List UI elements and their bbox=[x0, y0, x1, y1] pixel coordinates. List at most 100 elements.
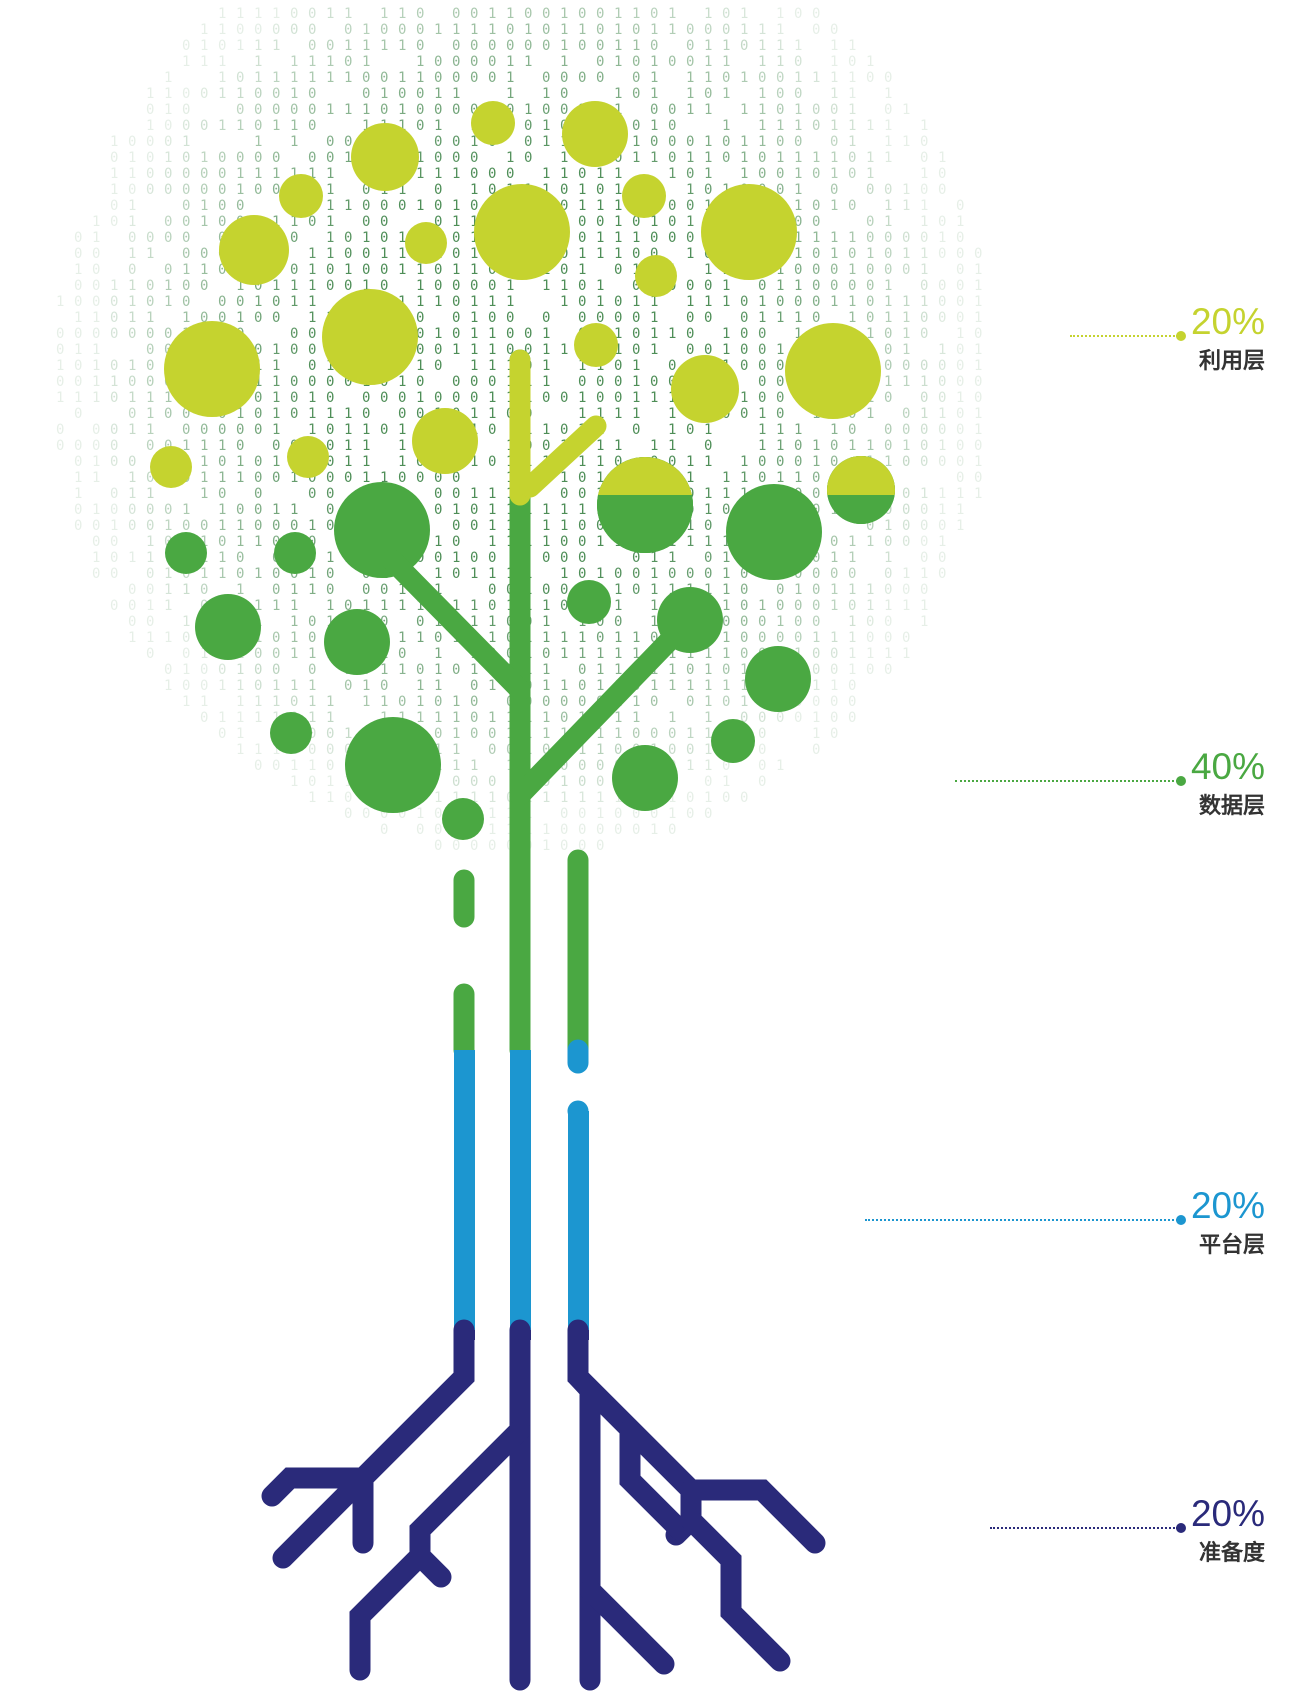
binary-digit: 0 bbox=[902, 502, 910, 518]
binary-digit: 1 bbox=[920, 374, 928, 390]
binary-digit: 0 bbox=[506, 38, 514, 54]
binary-digit: 0 bbox=[740, 566, 748, 582]
binary-digit: 1 bbox=[506, 278, 514, 294]
binary-digit: 0 bbox=[434, 390, 442, 406]
binary-digit: 0 bbox=[884, 662, 892, 678]
binary-digit: 1 bbox=[776, 342, 784, 358]
binary-digit: 0 bbox=[830, 662, 838, 678]
binary-digit: 0 bbox=[236, 150, 244, 166]
binary-digit: 0 bbox=[218, 214, 226, 230]
binary-digit: 1 bbox=[794, 230, 802, 246]
binary-digit: 1 bbox=[560, 774, 568, 790]
binary-digit: 0 bbox=[956, 454, 964, 470]
binary-digit: 1 bbox=[578, 390, 586, 406]
binary-digit: 1 bbox=[938, 438, 946, 454]
binary-digit: 0 bbox=[416, 374, 424, 390]
binary-digit: 0 bbox=[434, 470, 442, 486]
binary-digit: 0 bbox=[146, 278, 154, 294]
binary-digit: 1 bbox=[758, 310, 766, 326]
binary-digit: 1 bbox=[956, 326, 964, 342]
binary-digit: 0 bbox=[344, 598, 352, 614]
binary-digit: 0 bbox=[632, 726, 640, 742]
binary-digit: 1 bbox=[380, 246, 388, 262]
binary-digit: 0 bbox=[344, 790, 352, 806]
binary-digit: 0 bbox=[272, 662, 280, 678]
binary-digit: 1 bbox=[920, 614, 928, 630]
binary-digit: 1 bbox=[344, 102, 352, 118]
binary-digit: 0 bbox=[686, 566, 694, 582]
binary-digit: 1 bbox=[614, 582, 622, 598]
binary-digit: 1 bbox=[704, 534, 712, 550]
binary-digit: 0 bbox=[74, 406, 82, 422]
binary-digit: 1 bbox=[614, 230, 622, 246]
binary-digit: 1 bbox=[974, 422, 982, 438]
binary-digit: 0 bbox=[578, 678, 586, 694]
binary-digit: 0 bbox=[398, 86, 406, 102]
binary-digit: 0 bbox=[452, 278, 460, 294]
binary-digit: 0 bbox=[758, 374, 766, 390]
binary-digit: 0 bbox=[884, 230, 892, 246]
binary-digit: 1 bbox=[452, 214, 460, 230]
binary-digit: 1 bbox=[866, 326, 874, 342]
binary-digit: 0 bbox=[578, 310, 586, 326]
binary-digit: 0 bbox=[578, 486, 586, 502]
binary-digit: 1 bbox=[92, 502, 100, 518]
binary-digit: 1 bbox=[704, 6, 712, 22]
binary-digit: 1 bbox=[434, 566, 442, 582]
binary-digit: 1 bbox=[362, 422, 370, 438]
binary-digit: 1 bbox=[344, 6, 352, 22]
binary-digit: 0 bbox=[218, 182, 226, 198]
binary-digit: 1 bbox=[452, 550, 460, 566]
legend-leader-line bbox=[990, 1527, 1178, 1529]
binary-digit: 1 bbox=[542, 838, 550, 854]
binary-digit: 0 bbox=[200, 182, 208, 198]
binary-digit: 0 bbox=[110, 486, 118, 502]
binary-digit: 1 bbox=[704, 38, 712, 54]
binary-digit: 1 bbox=[650, 678, 658, 694]
binary-digit: 1 bbox=[218, 118, 226, 134]
binary-digit: 1 bbox=[938, 230, 946, 246]
binary-digit: 1 bbox=[488, 534, 496, 550]
binary-digit: 0 bbox=[308, 118, 316, 134]
root-top-left bbox=[454, 1330, 475, 1340]
trunk-right-blue bbox=[568, 1111, 589, 1330]
binary-digit: 0 bbox=[848, 598, 856, 614]
binary-digit: 0 bbox=[308, 726, 316, 742]
binary-digit: 0 bbox=[380, 422, 388, 438]
binary-digit: 0 bbox=[578, 518, 586, 534]
binary-digit: 0 bbox=[632, 22, 640, 38]
binary-digit: 0 bbox=[452, 6, 460, 22]
binary-digit: 1 bbox=[560, 678, 568, 694]
binary-digit: 1 bbox=[452, 694, 460, 710]
binary-digit: 0 bbox=[812, 294, 820, 310]
legend-label: 准备度 bbox=[1198, 1541, 1265, 1566]
binary-digit: 0 bbox=[272, 518, 280, 534]
binary-digit: 0 bbox=[326, 518, 334, 534]
binary-digit: 1 bbox=[272, 214, 280, 230]
binary-digit: 0 bbox=[308, 22, 316, 38]
binary-digit: 0 bbox=[632, 54, 640, 70]
binary-digit: 1 bbox=[848, 662, 856, 678]
binary-digit: 1 bbox=[470, 486, 478, 502]
binary-digit: 0 bbox=[560, 102, 568, 118]
binary-digit: 1 bbox=[722, 550, 730, 566]
binary-digit: 0 bbox=[146, 502, 154, 518]
binary-digit: 0 bbox=[254, 102, 262, 118]
binary-digit: 0 bbox=[614, 358, 622, 374]
legend-percent: 20% bbox=[1190, 1493, 1265, 1534]
binary-digit: 0 bbox=[632, 310, 640, 326]
binary-digit: 1 bbox=[416, 390, 424, 406]
binary-digit: 1 bbox=[866, 646, 874, 662]
binary-digit: 0 bbox=[884, 438, 892, 454]
binary-digit: 0 bbox=[704, 342, 712, 358]
binary-digit: 1 bbox=[812, 678, 820, 694]
binary-digit: 1 bbox=[182, 438, 190, 454]
binary-digit: 0 bbox=[290, 342, 298, 358]
binary-digit: 1 bbox=[686, 214, 694, 230]
binary-digit: 0 bbox=[956, 310, 964, 326]
binary-digit: 0 bbox=[956, 198, 964, 214]
binary-digit: 0 bbox=[236, 566, 244, 582]
binary-digit: 1 bbox=[146, 310, 154, 326]
binary-digit: 1 bbox=[398, 230, 406, 246]
crown-circle bbox=[711, 719, 755, 763]
